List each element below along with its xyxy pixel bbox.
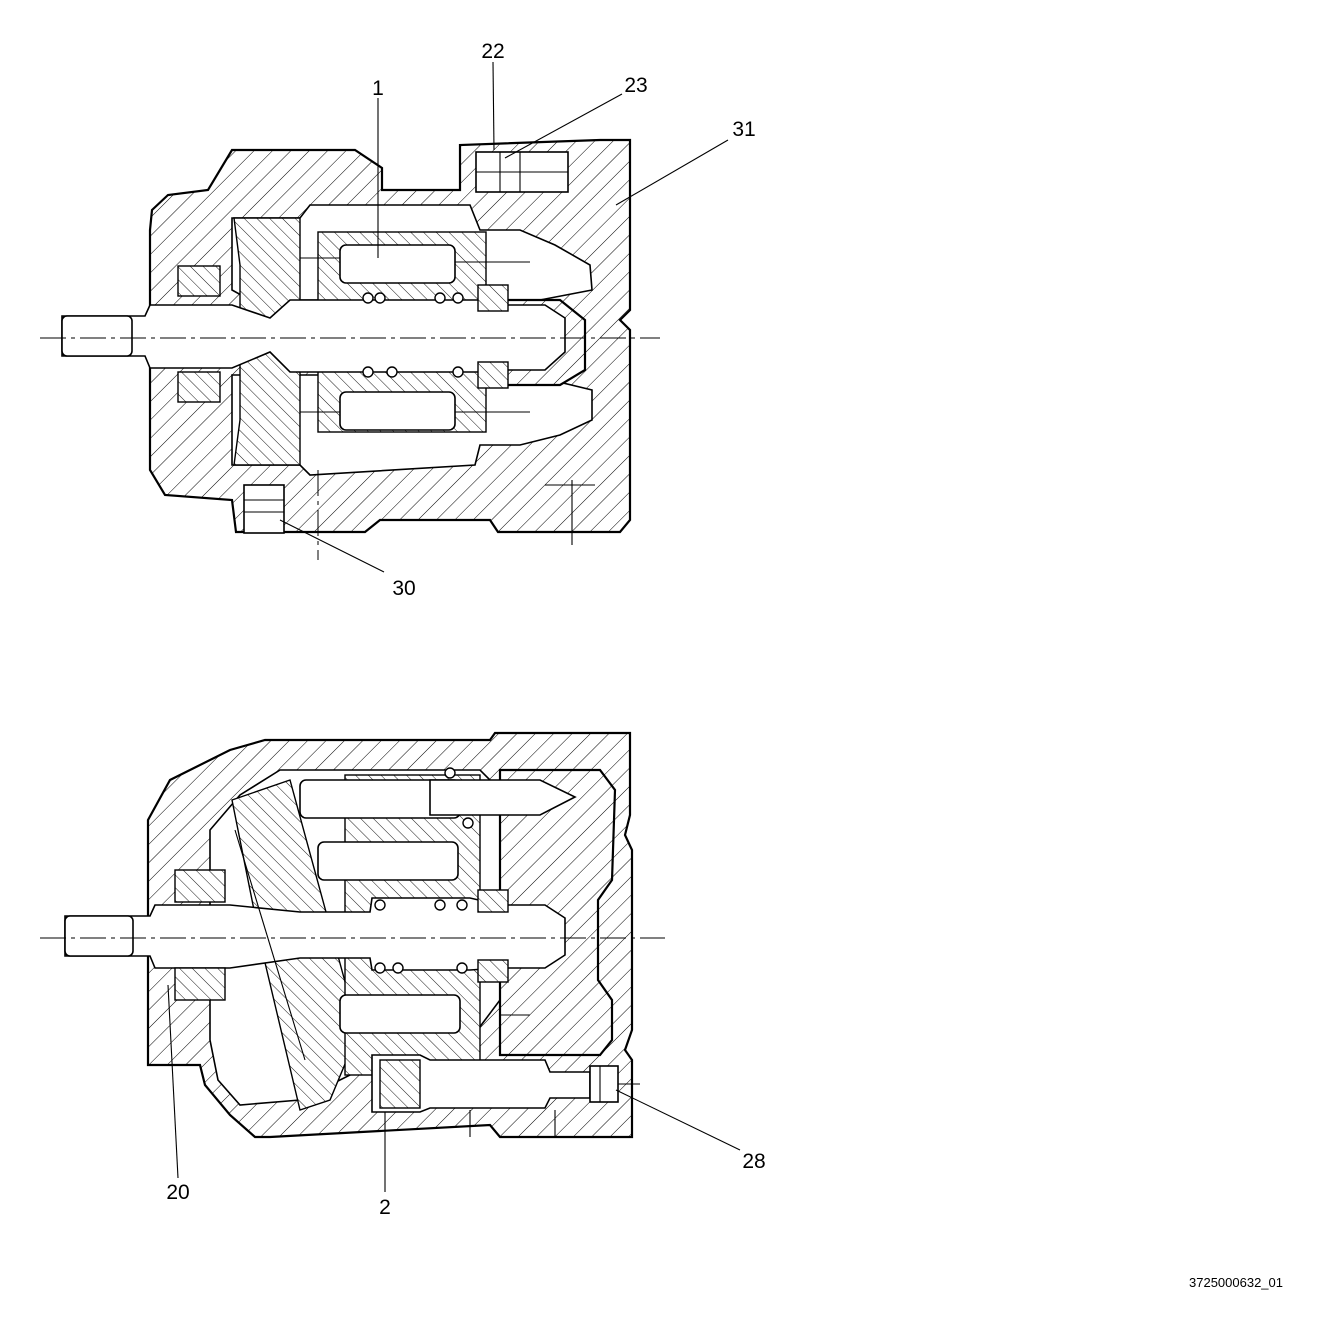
callout-28: 28 bbox=[742, 1150, 765, 1173]
upper-ball bbox=[452, 292, 464, 304]
upper-ball bbox=[362, 366, 374, 378]
lower-control-spring bbox=[379, 1059, 421, 1109]
lower-section-view bbox=[40, 731, 665, 1139]
upper-piston-bottom bbox=[339, 391, 456, 431]
lower-ball bbox=[462, 817, 474, 829]
upper-ball bbox=[452, 366, 464, 378]
callout-2: 2 bbox=[379, 1196, 391, 1219]
lower-front-bearing-top bbox=[174, 869, 226, 903]
upper-shaft-spline bbox=[61, 315, 133, 357]
lower-rear-bearing-top bbox=[477, 889, 509, 913]
callout-1: 1 bbox=[372, 77, 384, 100]
lower-shaft-spline bbox=[64, 915, 134, 957]
document-id: 3725000632_01 bbox=[1189, 1275, 1283, 1290]
leader-30 bbox=[279, 519, 385, 573]
upper-bottom-port bbox=[243, 484, 285, 534]
lower-top-pin bbox=[429, 779, 577, 816]
leader-28 bbox=[615, 1089, 741, 1151]
lower-rear-bearing-bottom bbox=[477, 959, 509, 983]
leader-23 bbox=[504, 93, 623, 159]
callout-31: 31 bbox=[732, 118, 755, 141]
lower-ball bbox=[434, 899, 446, 911]
upper-front-bearing-top bbox=[177, 265, 221, 297]
leader-lines bbox=[167, 61, 741, 1192]
callout-22: 22 bbox=[481, 40, 504, 63]
callout-20: 20 bbox=[166, 1181, 189, 1204]
upper-piston-top bbox=[339, 244, 456, 284]
upper-ball bbox=[362, 292, 374, 304]
leader-31 bbox=[615, 139, 729, 206]
lower-ball bbox=[392, 962, 404, 974]
callout-23: 23 bbox=[624, 74, 647, 97]
upper-ball bbox=[434, 292, 446, 304]
lower-ball bbox=[374, 962, 386, 974]
leader-20 bbox=[167, 984, 179, 1179]
lower-ball bbox=[444, 767, 456, 779]
upper-ball bbox=[386, 366, 398, 378]
upper-ball bbox=[374, 292, 386, 304]
lower-ball bbox=[374, 899, 386, 911]
lower-ball bbox=[456, 962, 468, 974]
upper-front-bearing-bottom bbox=[177, 371, 221, 403]
lower-piston-2 bbox=[317, 841, 459, 881]
callout-30: 30 bbox=[392, 577, 415, 600]
lower-adjust-screw bbox=[589, 1065, 619, 1103]
lower-piston-3 bbox=[339, 994, 461, 1034]
callout-labels: 22 23 1 31 30 20 2 28 bbox=[166, 40, 765, 1219]
upper-rear-bearing-top bbox=[477, 284, 509, 312]
upper-drive-shaft bbox=[61, 299, 566, 373]
upper-section-view bbox=[40, 138, 660, 560]
lower-ball bbox=[456, 899, 468, 911]
leader-22 bbox=[492, 61, 495, 151]
lower-front-bearing-bottom bbox=[174, 967, 226, 1001]
upper-rear-bearing-bottom bbox=[477, 361, 509, 389]
